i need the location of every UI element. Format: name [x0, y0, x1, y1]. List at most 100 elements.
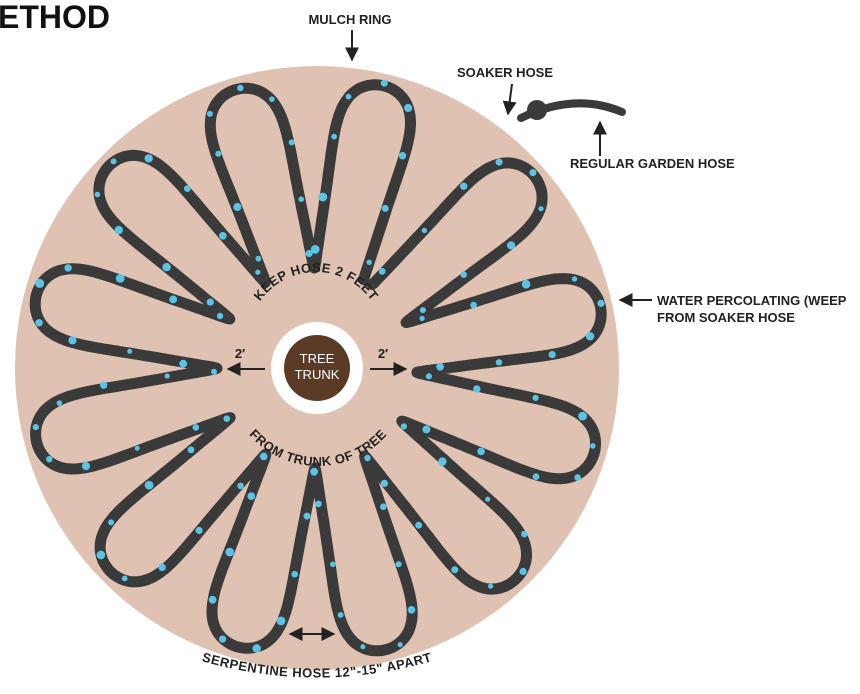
water-droplet [253, 644, 261, 652]
distance-label-left: 2′ [235, 346, 245, 361]
water-droplet [597, 300, 604, 307]
water-droplet [590, 443, 596, 449]
water-droplet [315, 501, 322, 508]
water-droplet [217, 313, 223, 319]
water-droplet [306, 250, 313, 257]
water-droplet [522, 280, 531, 289]
water-droplet [460, 183, 467, 190]
water-droplet [572, 276, 577, 281]
water-droplet [401, 423, 407, 429]
water-droplet [529, 169, 536, 176]
water-droplet [193, 424, 200, 431]
water-droplet [420, 307, 426, 313]
water-droplet [381, 480, 388, 487]
water-droplet [255, 270, 260, 275]
water-droplet [219, 636, 226, 643]
water-droplet [331, 134, 337, 140]
water-droplet [127, 349, 132, 354]
mulch-ring-label: MULCH RING [308, 12, 391, 27]
water-droplet [399, 152, 406, 159]
water-droplet [115, 226, 123, 234]
water-droplet [108, 519, 114, 525]
water-droplet [426, 373, 432, 379]
water-droplet [211, 369, 217, 375]
water-droplet [404, 104, 412, 112]
water-droplet [379, 268, 386, 275]
water-droplet [35, 319, 42, 326]
water-droplet [318, 193, 327, 202]
water-droplet [184, 185, 191, 192]
water-droplet [188, 446, 195, 453]
water-droplet [396, 561, 402, 567]
water-droplet [145, 481, 154, 490]
water-droplet [289, 139, 295, 145]
water-droplet [496, 159, 503, 166]
water-droplet [97, 551, 106, 560]
water-droplet [64, 264, 71, 271]
water-droplet [436, 363, 444, 371]
water-droplet [209, 596, 217, 604]
water-droplet [95, 192, 101, 198]
regular-garden-hose-label: REGULAR GARDEN HOSE [570, 156, 735, 171]
water-droplet [179, 360, 187, 368]
water-droplet [304, 513, 311, 520]
water-droplet [145, 154, 153, 162]
water-droplet [473, 385, 480, 392]
water-droplet [360, 644, 365, 649]
water-droplet [215, 151, 221, 157]
water-droplet [380, 503, 387, 510]
water-droplet [485, 497, 490, 502]
water-droplet [451, 566, 458, 573]
trunk-label-line1: TREE [300, 351, 335, 366]
water-droplet [381, 80, 388, 87]
water-droplet [68, 336, 76, 344]
water-droplet [438, 457, 446, 465]
water-droplet [225, 548, 234, 557]
water-droplet [237, 85, 243, 91]
water-droplet [100, 382, 107, 389]
water-droplet [298, 196, 304, 202]
water-droplet [269, 96, 275, 102]
water-droplet [116, 274, 125, 283]
water-droplet [46, 456, 52, 462]
page-heading: ETHOD [0, 0, 110, 35]
water-droplet [586, 332, 594, 340]
water-droplet [122, 576, 128, 582]
water-droplet [330, 562, 336, 568]
water-droplet [549, 351, 556, 358]
water-droplet [422, 425, 430, 433]
soaker-hose-label: SOAKER HOSE [457, 65, 553, 80]
water-droplet [135, 446, 140, 451]
water-droplet [415, 522, 422, 529]
trunk-label-line2: TRUNK [295, 367, 340, 382]
water-droplet [82, 462, 90, 470]
water-droplet [461, 272, 467, 278]
water-droplet [158, 564, 165, 571]
water-droplet [507, 241, 515, 249]
water-droplet [35, 279, 44, 288]
water-droplet [367, 260, 372, 265]
hose-connector [527, 100, 547, 120]
water-percolating-label-line2: FROM SOAKER HOSE [657, 310, 795, 325]
water-droplet [207, 111, 213, 117]
water-droplet [496, 359, 502, 365]
water-droplet [419, 316, 424, 321]
water-droplet [33, 424, 39, 430]
water-droplet [338, 612, 344, 618]
water-droplet [224, 415, 231, 422]
distance-label-right: 2′ [378, 346, 388, 361]
water-droplet [233, 203, 241, 211]
water-droplet [538, 206, 543, 211]
water-droplet [256, 256, 262, 262]
water-droplet [219, 232, 227, 240]
water-droplet [470, 302, 477, 309]
soaker-hose-arrow [508, 84, 512, 114]
water-droplet [207, 299, 214, 306]
water-droplet [578, 412, 587, 421]
water-droplet [169, 296, 177, 304]
water-droplet [533, 395, 539, 401]
water-droplet [196, 527, 203, 534]
water-droplet [398, 642, 403, 647]
water-droplet [346, 94, 352, 100]
water-droplet [477, 448, 485, 456]
